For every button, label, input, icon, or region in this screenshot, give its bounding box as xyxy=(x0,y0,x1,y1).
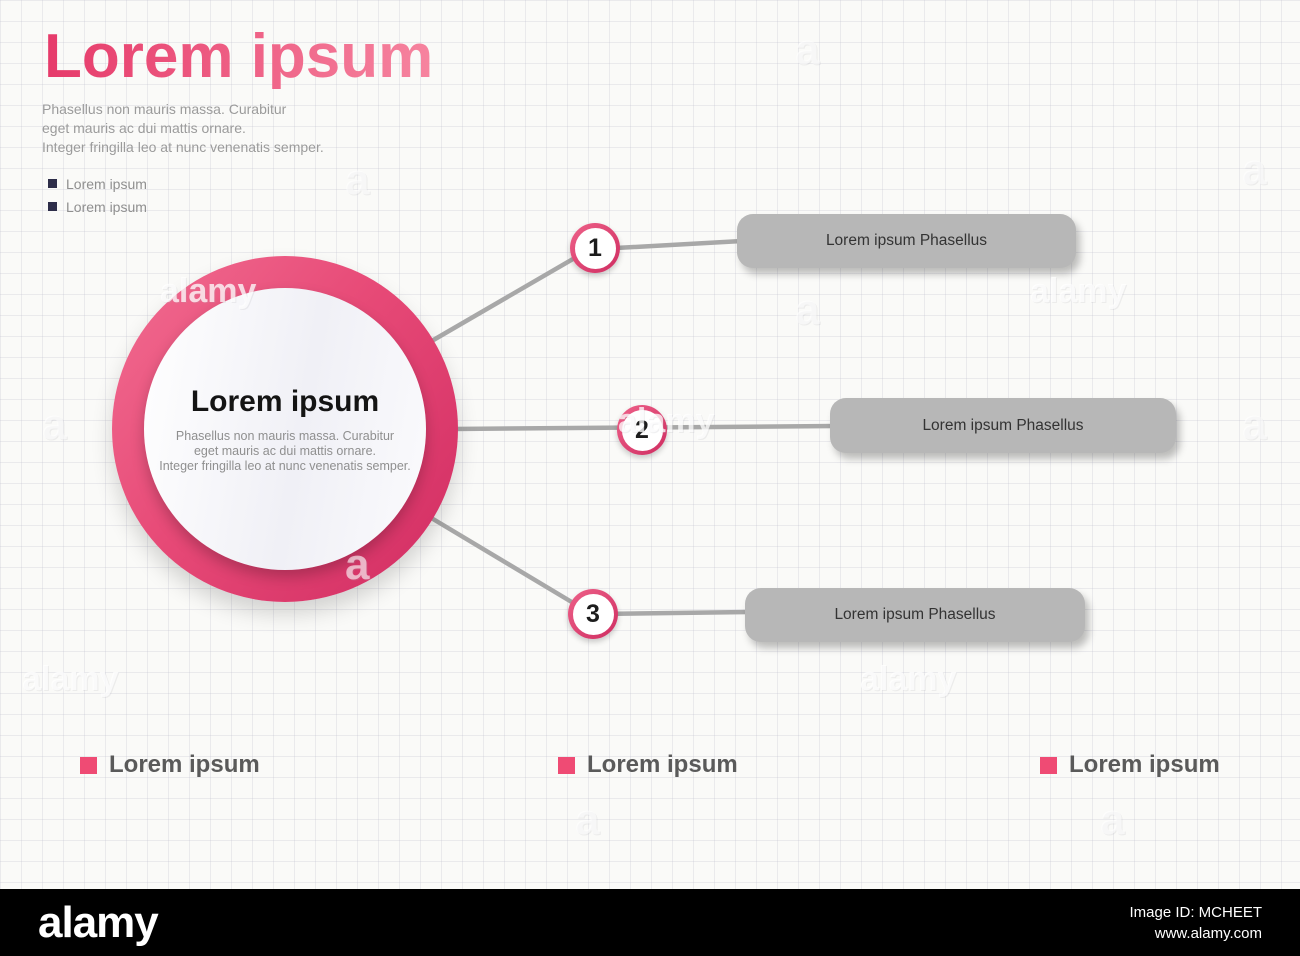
step-number-3: 3 xyxy=(572,593,614,635)
bullet-list: Lorem ipsum Lorem ipsum xyxy=(48,172,147,218)
bullet-label: Lorem ipsum xyxy=(66,175,147,192)
step-badge-2: 2 xyxy=(617,405,667,455)
step-badge-3: 3 xyxy=(568,589,618,639)
legend-item-1: Lorem ipsum xyxy=(80,751,260,778)
legend-swatch-icon xyxy=(80,756,97,774)
center-circle-body: Phasellus non mauris massa. Curabitur eg… xyxy=(159,429,411,474)
step-label-box-3: Lorem ipsum Phasellus xyxy=(745,588,1085,642)
website-url: www.alamy.com xyxy=(1154,924,1262,942)
subtitle-line: Integer fringilla leo at nunc venenatis … xyxy=(42,139,324,155)
step-label-box-2: Lorem ipsum Phasellus xyxy=(830,398,1176,453)
page-title: Lorem ipsum xyxy=(44,22,434,91)
legend-item-2: Lorem ipsum xyxy=(558,751,738,778)
step-badge-1: 1 xyxy=(570,223,620,273)
step-number-2: 2 xyxy=(621,409,663,451)
page-subtitle: Phasellus non mauris massa. Curabitur eg… xyxy=(42,100,324,157)
footer-bar: alamy Image ID: MCHEET www.alamy.com xyxy=(0,889,1300,956)
step-label-box-1: Lorem ipsum Phasellus xyxy=(737,214,1076,268)
connector-line-1b xyxy=(595,238,745,252)
bullet-item: Lorem ipsum xyxy=(48,195,147,218)
center-body-line: eget mauris ac dui mattis ornare. xyxy=(193,443,376,458)
step-number-1: 1 xyxy=(574,227,616,269)
center-circle: Lorem ipsum Phasellus non mauris massa. … xyxy=(144,288,426,570)
bullet-square-icon xyxy=(48,202,57,211)
subtitle-line: eget mauris ac dui mattis ornare. xyxy=(42,120,246,136)
center-body-line: Integer fringilla leo at nunc venenatis … xyxy=(159,458,411,473)
connector-line-3b xyxy=(595,609,753,617)
center-circle-ring: Lorem ipsum Phasellus non mauris massa. … xyxy=(112,256,458,602)
subtitle-line: Phasellus non mauris massa. Curabitur xyxy=(42,101,287,117)
connector-line-3a xyxy=(425,513,588,613)
connector-line-1a xyxy=(427,249,588,345)
legend-label: Lorem ipsum xyxy=(587,751,738,778)
legend-swatch-icon xyxy=(558,756,575,774)
bullet-label: Lorem ipsum xyxy=(66,198,147,215)
legend-label: Lorem ipsum xyxy=(109,751,260,778)
legend-item-3: Lorem ipsum xyxy=(1040,751,1220,778)
center-body-line: Phasellus non mauris massa. Curabitur xyxy=(175,428,395,443)
center-circle-title: Lorem ipsum xyxy=(190,384,380,418)
legend-swatch-icon xyxy=(1040,756,1057,774)
bullet-square-icon xyxy=(48,179,57,188)
legend-label: Lorem ipsum xyxy=(1069,751,1220,778)
footer-info: Image ID: MCHEET www.alamy.com xyxy=(1129,902,1262,944)
bullet-item: Lorem ipsum xyxy=(48,172,147,195)
image-id-text: Image ID: MCHEET xyxy=(1129,903,1262,921)
alamy-logo: alamy xyxy=(38,897,159,947)
